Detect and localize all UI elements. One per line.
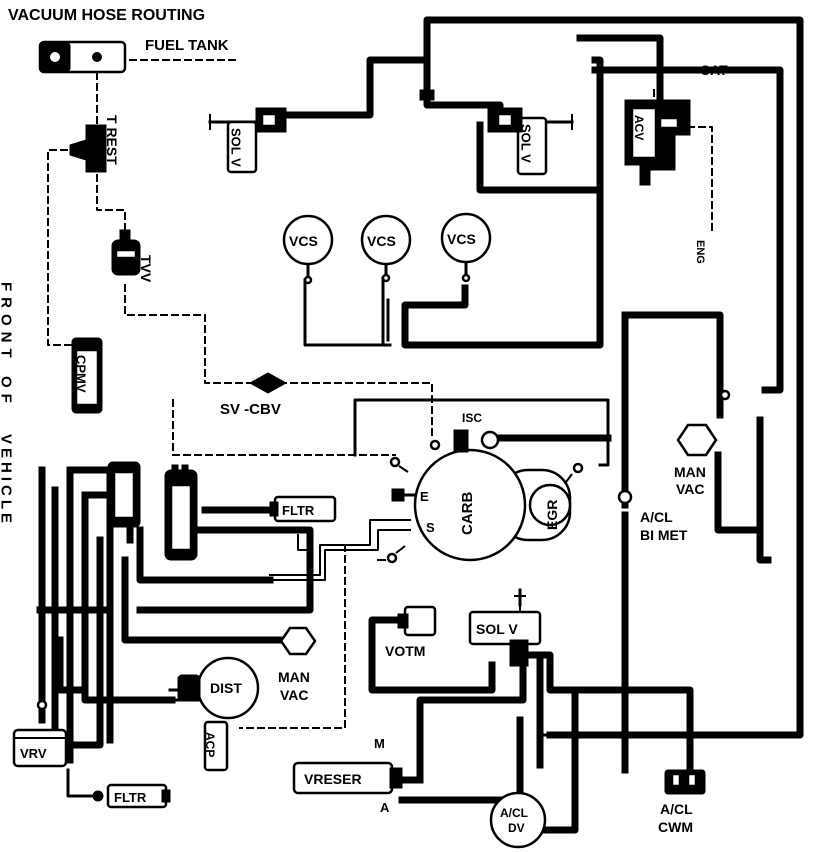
thick-hoses [31,16,804,834]
isc-label: ISC [462,411,482,425]
acl-cwm-motor [664,769,706,795]
dashed-hoses [47,59,713,729]
carb-small-fittings [386,439,584,564]
side-label-of: OF [0,376,15,409]
vreser-m-label: M [374,736,385,751]
sol-v-left-valve [209,107,287,174]
sol-v-right-valve [487,107,573,176]
isc-actuator [453,429,500,453]
vcs-label-1: VCS [289,233,318,249]
acl-cwm-label-1: A/CL [660,801,693,817]
distributor [177,656,260,720]
votm-actuator [397,605,437,637]
acl-bi-met-label-2: BI MET [640,527,688,543]
acv-label: ACV [632,115,646,140]
acl-bi-met-label-1: A/CL [640,509,673,525]
sol-v-lower-valve [468,590,542,667]
man-vac-left-label-2: VAC [280,687,309,703]
acl-cwm-label-2: CWM [658,819,693,835]
diagram-title: VACUUM HOSE ROUTING [8,7,205,24]
acp-valve [203,720,229,772]
acl-dv-label-1: A/CL [500,806,528,820]
man-vac-right-label-2: VAC [676,481,705,497]
cpmv-valve [71,337,103,414]
sol-v-lower-label: SOL V [476,621,518,637]
vcs-switch-3 [440,212,492,283]
fuel-tank-fitting [38,40,127,74]
eng-label: ENG [694,240,706,264]
sol-v-left-label: SOL V [229,128,244,167]
vrv-label: VRV [20,746,47,761]
acv-valve [624,99,691,186]
tvv-label: TVV [138,255,154,283]
acp-label: ACP [203,732,217,757]
cat-label: CAT [700,62,728,78]
carb-label: CARB [459,492,476,535]
vcs-switch-1 [282,214,334,285]
acl-bi-met-sensor [617,489,633,505]
votm-label: VOTM [385,643,425,659]
man-vac-right-label-1: MAN [674,464,706,480]
t-rest-valve [69,124,107,173]
acl-dv-valve [489,791,547,849]
vreser-a-label: A [380,800,390,815]
sv-cbv-valve [248,372,288,394]
dist-label: DIST [210,680,242,696]
t-rest-label: T REST [104,115,120,165]
carburetor [413,448,572,562]
fltr-upper-filter [269,495,337,523]
acl-dv-label-2: DV [508,821,525,835]
vreser-reservoir [292,761,403,795]
front-of-vehicle-label: FRONT OF VEHICLE [0,282,15,527]
sol-v-right-label: SOL V [519,124,534,163]
fltr-lower-label: FLTR [114,790,147,805]
carb-port-s: S [426,520,435,535]
tvv-valve [111,229,141,276]
vcs-switch-2 [360,214,412,283]
man-vac-right-fitting [676,423,718,457]
side-label-front: FRONT [0,282,15,364]
sv-cbv-label: SV -CBV [220,401,281,418]
man-vac-left-fitting [279,626,317,656]
vrv-valve [12,699,68,768]
side-label-vehicle: VEHICLE [0,434,15,527]
left-valve-cluster [107,461,198,561]
carb-port-e: E [420,489,429,504]
man-vac-left-label-1: MAN [278,669,310,685]
fltr-upper-label: FLTR [282,503,315,518]
cpmv-label: CPMV [74,355,89,393]
vreser-label: VRESER [304,771,362,787]
vcs-label-2: VCS [367,233,396,249]
vcs-label-3: VCS [447,231,476,247]
egr-label: EGR [544,500,560,530]
small-connectors [161,89,731,803]
fuel-tank-label: FUEL TANK [145,37,229,54]
